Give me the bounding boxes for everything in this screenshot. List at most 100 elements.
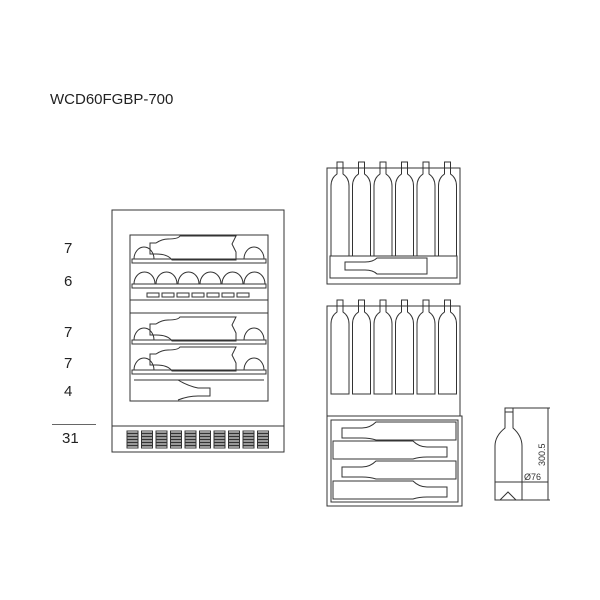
bottle-end [133,327,155,341]
vent-slot [257,433,269,437]
model-title: WCD60FGBP-700 [50,91,174,108]
bottle-end [133,357,155,371]
vent-slot [199,430,211,434]
vent-slot [141,439,153,443]
vent-slot [242,442,255,446]
vent-slot [126,436,139,440]
bottle-top [395,161,414,257]
bottle-height-label: 300.5 [537,443,547,466]
vent-slot [213,433,226,437]
vent-slot [155,439,168,443]
vent-slot [170,436,182,440]
shelf-rail [131,339,267,345]
cabinet-front-view [111,209,285,453]
bottle-side [149,316,237,342]
vent-slot [199,436,211,440]
bottle-side [332,440,448,460]
vent-slot [228,430,240,434]
bottle-top [416,299,436,395]
vent-slot [170,442,182,446]
bottle-end [243,271,266,285]
vent-slot [155,436,168,440]
vent-slot [199,442,211,446]
vent-slot [213,439,226,443]
vent-slot [141,430,153,434]
bottle-side [149,235,237,261]
total-count: 31 [62,430,79,447]
vent-slot [184,436,197,440]
shelf-top-views [326,161,461,417]
vent-slot [126,430,139,434]
bottle-top [373,299,393,395]
vent-slot [126,439,139,443]
bottle-top [416,161,436,257]
bottom-bottle [134,379,264,401]
glass-door [129,234,269,402]
bottle-top [330,299,350,395]
vent-slot [184,439,197,443]
vent-slot [213,430,226,434]
vent-slot [184,433,197,437]
vent-slot [199,439,211,443]
sum-divider [52,424,96,425]
bottle-side-view [494,407,550,501]
bottle-side [344,257,428,275]
bottle-top [352,299,371,395]
shelf-rail [131,283,267,289]
vent-slot [199,433,211,437]
shelf-count-4: 7 [64,355,73,372]
vent-slot [228,445,240,449]
bottle-end [243,327,265,341]
vent-slot [206,292,220,298]
bottle-end [133,271,156,285]
vent-slot [213,436,226,440]
bottle-side [341,421,457,441]
vent-slot [257,442,269,446]
vent-slot [242,436,255,440]
shelf-count-5: 4 [64,383,73,400]
vent-slot [191,292,205,298]
vent-slot [257,436,269,440]
vent-slot [141,442,153,446]
vent-slot [221,292,235,298]
vent-slot [213,445,226,449]
shelf-count-2: 6 [64,273,73,290]
vent-slot [141,436,153,440]
shelf-rail [131,258,267,264]
shelf-outline [326,305,461,417]
vent-slot [126,442,139,446]
vent-slot [170,439,182,443]
vent-slot [213,442,226,446]
vent-slot [184,442,197,446]
bottle-top [352,161,371,257]
vent-slot [236,292,250,298]
bottle-side [332,480,448,500]
vent-slot [170,433,182,437]
bottle-end [155,271,178,285]
vent-slot [170,430,182,434]
vent-slot [242,439,255,443]
bottle-end [221,271,244,285]
vent-slot [141,445,153,449]
bottle-top [330,161,350,257]
vent-grille [126,430,269,449]
shelves [131,235,267,401]
bottle-tray [329,255,458,279]
shelf-count-1: 7 [64,240,73,257]
vent-slot [242,430,255,434]
vent-slot [184,445,197,449]
vent-slot [176,292,190,298]
vent-slot [170,445,182,449]
vent-slot [228,439,240,443]
bottle-diameter-label: Ø76 [524,472,541,482]
bottle-end [199,271,222,285]
vent-slot [146,292,160,298]
bottle-top [395,299,414,395]
bottle-top [373,161,393,257]
bottle-end [243,357,265,371]
vent-slot [228,442,240,446]
bottle-end [177,271,200,285]
bottle-top [438,299,457,395]
vent-slot [155,445,168,449]
